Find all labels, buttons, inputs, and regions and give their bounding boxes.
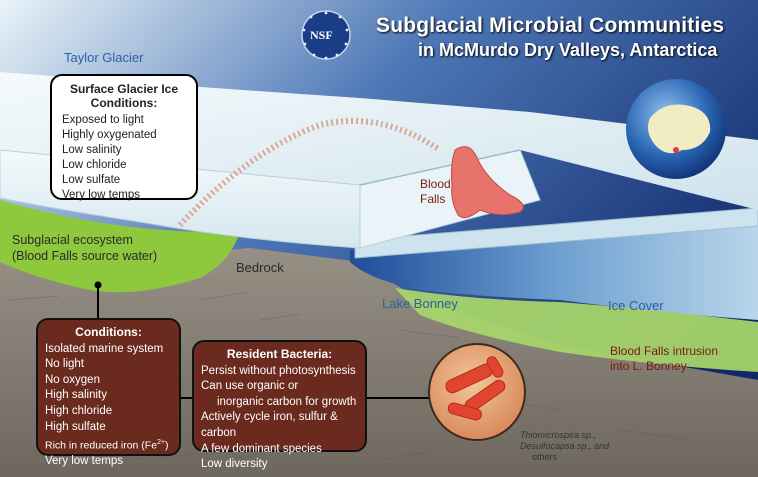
surface-item: Highly oxygenated bbox=[62, 129, 157, 141]
condition-item: Isolated marine system bbox=[45, 342, 164, 355]
flow-path bbox=[177, 117, 442, 228]
iron-text: Rich in reduced iron (Fe bbox=[45, 439, 158, 452]
label-ice-cover: Ice Cover bbox=[608, 298, 664, 313]
subglacial-ecosystem bbox=[0, 200, 240, 293]
condition-item: No oxygen bbox=[45, 373, 100, 386]
iron-close: ) bbox=[165, 439, 169, 452]
surface-item: Low salinity bbox=[62, 144, 122, 156]
condition-item: High salinity bbox=[45, 389, 107, 402]
bedrock-layer bbox=[0, 230, 758, 477]
label-subglacial-ecosystem: Subglacial ecosystem (Blood Falls source… bbox=[12, 232, 157, 264]
iron-superscript: 2+ bbox=[157, 439, 166, 447]
surface-item: Very low temps bbox=[62, 189, 140, 201]
label-intrusion: Blood Falls intrusion into L. Bonney bbox=[610, 344, 718, 374]
label-species-line1: Thiomicrospira sp., bbox=[520, 430, 597, 440]
location-marker bbox=[673, 147, 679, 153]
microbe-micrograph bbox=[428, 343, 526, 441]
connector-dot bbox=[94, 281, 102, 289]
title-line-1: Subglacial Microbial Communities bbox=[376, 14, 725, 37]
label-taylor-glacier: Taylor Glacier bbox=[64, 50, 144, 65]
label-blood-falls-line2: Falls bbox=[420, 192, 446, 206]
surface-item: Exposed to light bbox=[62, 114, 144, 126]
surface-box-heading-line1: Surface Glacier Ice bbox=[69, 82, 179, 96]
label-species-line2: Desulfocapsa sp., and bbox=[520, 441, 610, 451]
surface-conditions-box: Surface Glacier Ice Conditions: Exposed … bbox=[50, 74, 198, 201]
label-intrusion-line1: Blood Falls intrusion bbox=[610, 344, 719, 358]
surface-item: Low sulfate bbox=[62, 174, 121, 186]
glacier-edge bbox=[359, 149, 521, 186]
blood-falls-intrusion bbox=[395, 288, 758, 372]
surface-item: Low chloride bbox=[62, 159, 127, 171]
nsf-logo-text: NSF bbox=[310, 28, 333, 42]
label-intrusion-line2: into L. Bonney bbox=[610, 359, 687, 373]
label-species: Thiomicrospira sp., Desulfocapsa sp., an… bbox=[520, 430, 609, 463]
conditions-heading: Conditions: bbox=[75, 325, 142, 339]
surface-box-heading-line2: Conditions: bbox=[90, 96, 158, 110]
ice-cover bbox=[354, 207, 758, 259]
label-subglacial-line1: Subglacial ecosystem bbox=[12, 233, 133, 247]
title-line-2: in McMurdo Dry Valleys, Antarctica bbox=[418, 40, 718, 60]
subglacial-conditions-box: Conditions: Isolated marine system No li… bbox=[36, 318, 181, 467]
bacteria-heading: Resident Bacteria: bbox=[226, 347, 333, 361]
label-bedrock: Bedrock bbox=[236, 260, 284, 275]
condition-item: High sulfate bbox=[45, 420, 106, 433]
bacteria-item: Low diversity bbox=[201, 458, 268, 471]
antarctica-landmass bbox=[648, 104, 711, 154]
bacteria-item: inorganic carbon for growth bbox=[201, 395, 357, 408]
condition-item: High chloride bbox=[45, 404, 113, 417]
bacteria-rods bbox=[445, 356, 506, 421]
resident-bacteria-box: Resident Bacteria: Persist without photo… bbox=[192, 340, 367, 470]
label-species-line3: others bbox=[532, 452, 558, 462]
nsf-stars bbox=[302, 11, 349, 60]
condition-item: No light bbox=[45, 358, 84, 371]
bacteria-item: A few dominant species bbox=[201, 442, 322, 455]
blood-falls-plume bbox=[450, 146, 524, 219]
label-lake-bonney: Lake Bonney bbox=[382, 296, 458, 311]
bacteria-item: Can use organic or bbox=[201, 380, 299, 393]
label-blood-falls-line1: Blood bbox=[420, 177, 451, 191]
condition-item-iron: Rich in reduced iron (Fe2+) bbox=[45, 435, 172, 454]
label-subglacial-line2: (Blood Falls source water) bbox=[12, 249, 158, 263]
condition-item: Very low temps bbox=[45, 455, 123, 468]
surface-box-heading: Surface Glacier Ice Conditions: bbox=[62, 82, 186, 110]
bacteria-item: Persist without photosynthesis bbox=[201, 364, 356, 377]
label-blood-falls: Blood Falls bbox=[420, 177, 451, 207]
bacteria-item: Actively cycle iron, sulfur & carbon bbox=[201, 411, 338, 439]
